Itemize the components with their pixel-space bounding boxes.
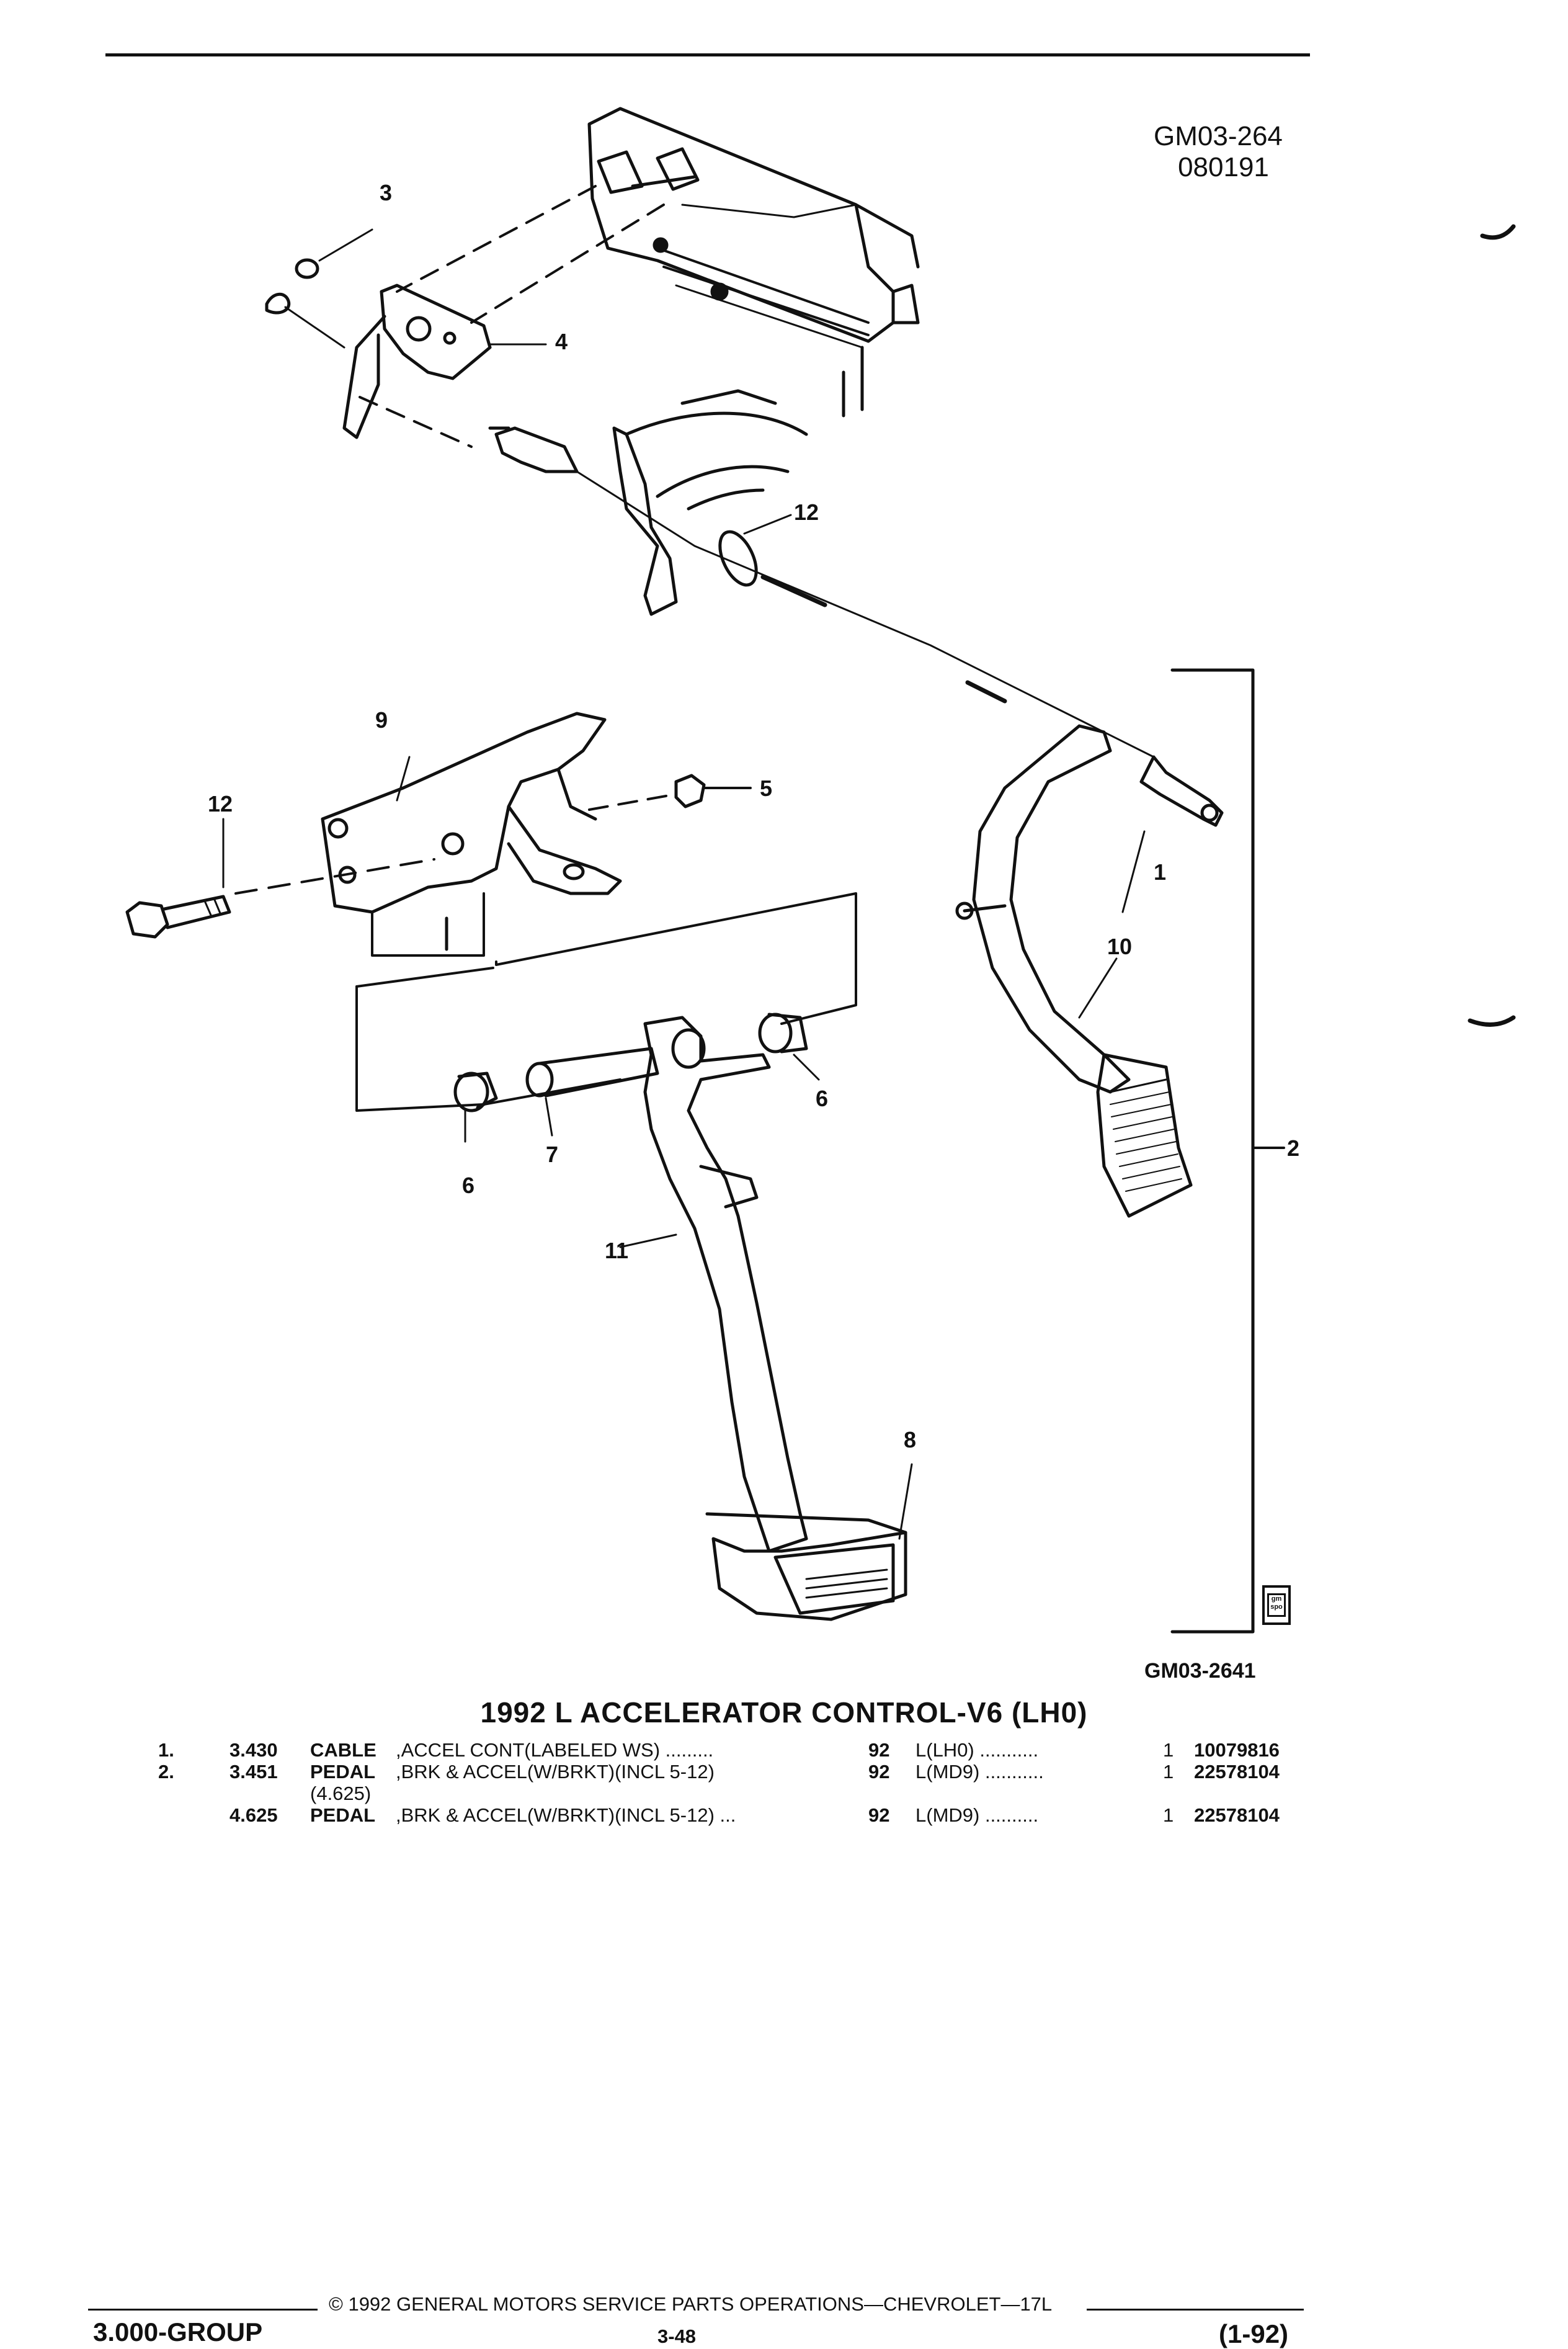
item-number: 2. [158,1761,174,1783]
figure-code: GM03-2641 [1144,1659,1256,1683]
part-description-continued: (4.625) [310,1783,372,1804]
grommet-item-13-drawing [718,530,758,587]
cable-routing-drawing [488,389,1155,758]
illustration-code: 3.430 [229,1739,278,1761]
part-name: PEDAL [310,1761,376,1783]
top-rule [105,53,1310,56]
model-year: 92 [868,1804,890,1826]
cable-eyelet-drawing [265,292,291,315]
illustration-code: 4.625 [229,1804,278,1826]
callout-7: 7 [546,1142,559,1167]
footer-rule-right [1087,2309,1304,2311]
gm-spo-badge: gm spo [1262,1585,1291,1625]
reference-code: GM03-264 [1154,121,1283,151]
model-code: L(LH0) ........... [915,1739,1039,1761]
accelerator-pedal-drawing [955,724,1224,1218]
callout-4: 4 [555,329,568,354]
model-year: 92 [868,1739,890,1761]
part-description: ,BRK & ACCEL(W/BRKT)(INCL 5-12) [396,1761,715,1783]
revision-date: (1-92) [1219,2319,1289,2348]
footer-rule-left [88,2309,318,2311]
callout-13: 12 [794,499,819,525]
dashed-leader-lines [359,185,665,448]
pedal-bracket-drawing [321,712,622,957]
cable-bracket-drawing [342,284,492,439]
callout-leader-lines [222,228,1146,1540]
quantity: 1 [1163,1804,1174,1826]
bolt-item-12-drawing [125,895,231,939]
nut-item-3-drawing [295,258,319,279]
part-description: ,BRK & ACCEL(W/BRKT)(INCL 5-12) ... [396,1804,736,1826]
page-number: 3-48 [657,2325,697,2347]
callout-9: 9 [375,707,388,733]
part-name: PEDAL [310,1804,376,1826]
reference-id: GM03-264 080191 [1154,121,1283,183]
part-number: 10079816 [1194,1739,1280,1761]
illustration-code: 3.451 [229,1761,278,1783]
part-number: 22578104 [1194,1761,1280,1783]
callout-6-left: 6 [462,1173,475,1198]
model-code: L(MD9) .......... [915,1804,1039,1826]
callout-10: 10 [1107,934,1133,959]
exploded-view-illustration [125,107,1516,1634]
part-number: 22578104 [1194,1804,1280,1826]
nut-item-5-drawing [674,774,706,808]
brake-pedal-drawing [643,1016,907,1621]
callout-8: 8 [904,1427,917,1452]
callout-6-right: 6 [816,1086,829,1111]
copyright-notice: © 1992 GENERAL MOTORS SERVICE PARTS OPER… [329,2293,1053,2315]
callout-11: 11 [605,1238,629,1263]
bushing-drawings [453,1013,808,1112]
callout-5: 5 [760,776,773,801]
callout-2: 2 [1287,1135,1300,1161]
part-name: CABLE [310,1739,376,1761]
model-year: 92 [868,1761,890,1783]
reference-date: 080191 [1178,152,1269,182]
gm-spo-badge-text: gm spo [1267,1593,1286,1617]
callout-3: 3 [380,180,393,205]
item-number: 1. [158,1739,174,1761]
parts-row-2: 2. 3.451 PEDAL ,BRK & ACCEL(W/BRKT)(INCL… [0,1761,1568,1786]
callout-1: 1 [1154,859,1167,885]
parts-row-2-note: (4.625) [0,1783,1568,1807]
model-code: L(MD9) ........... [915,1761,1044,1783]
quantity: 1 [1163,1739,1174,1761]
part-description: ,ACCEL CONT(LABELED WS) ......... [396,1739,714,1761]
parts-row-1: 1. 3.430 CABLE ,ACCEL CONT(LABELED WS) .… [0,1739,1568,1764]
assembly-bracket-line [1170,668,1255,1634]
section-title: 1992 L ACCELERATOR CONTROL-V6 (LH0) [480,1696,1088,1729]
throttle-body-drawing [587,107,920,418]
parts-row-3: 4.625 PEDAL ,BRK & ACCEL(W/BRKT)(INCL 5-… [0,1804,1568,1829]
quantity: 1 [1163,1761,1174,1783]
callout-12: 12 [208,791,233,817]
group-number: 3.000-GROUP [93,2317,263,2347]
